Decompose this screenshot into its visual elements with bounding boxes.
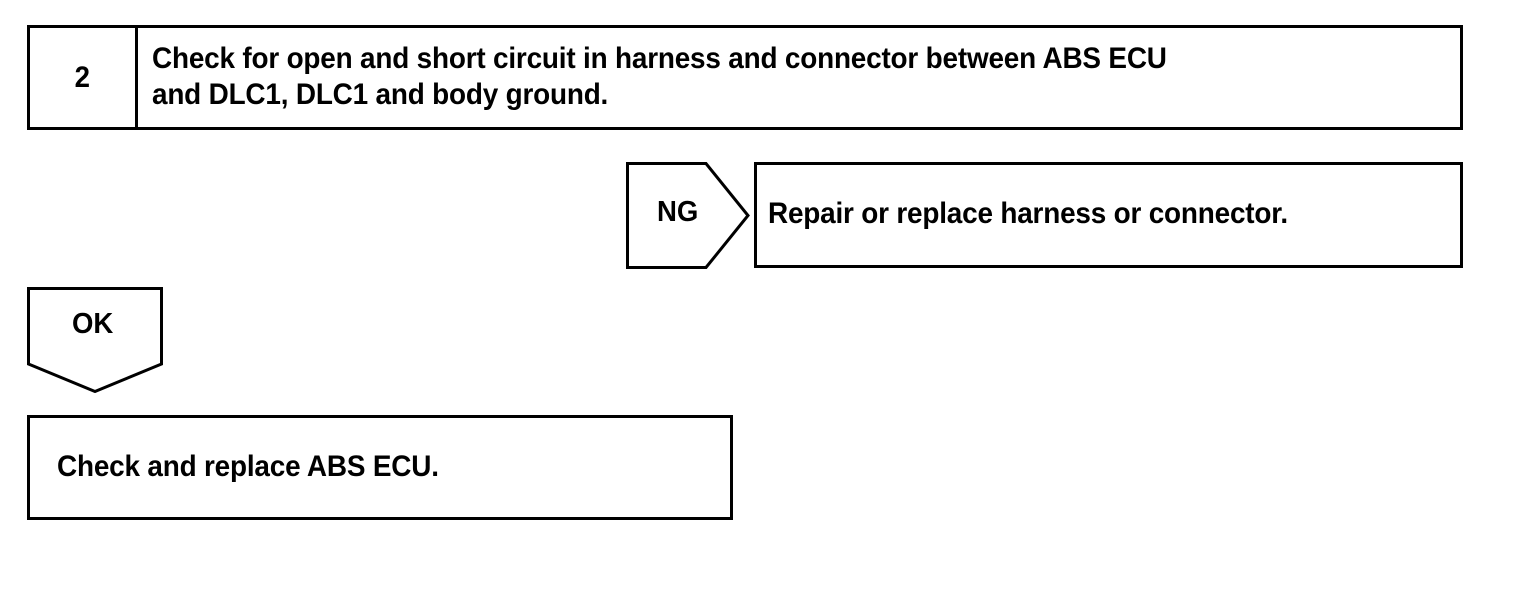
ng-branch-arrow	[626, 162, 750, 269]
step-instruction-text: Check for open and short circuit in harn…	[152, 42, 1167, 111]
ng-result-box: Repair or replace harness or connector.	[754, 162, 1463, 268]
step-number: 2	[74, 60, 91, 94]
ok-result-text: Check and replace ABS ECU.	[57, 450, 439, 483]
step-instruction-box: 2 Check for open and short circuit in ha…	[27, 25, 1463, 130]
ng-branch-label: NG	[657, 196, 699, 228]
ok-result-box: Check and replace ABS ECU.	[27, 415, 733, 520]
step-number-cell: 2	[30, 28, 138, 127]
ng-result-text: Repair or replace harness or connector.	[768, 197, 1288, 230]
ok-branch-arrow	[27, 287, 163, 393]
ok-branch-label: OK	[72, 308, 114, 340]
